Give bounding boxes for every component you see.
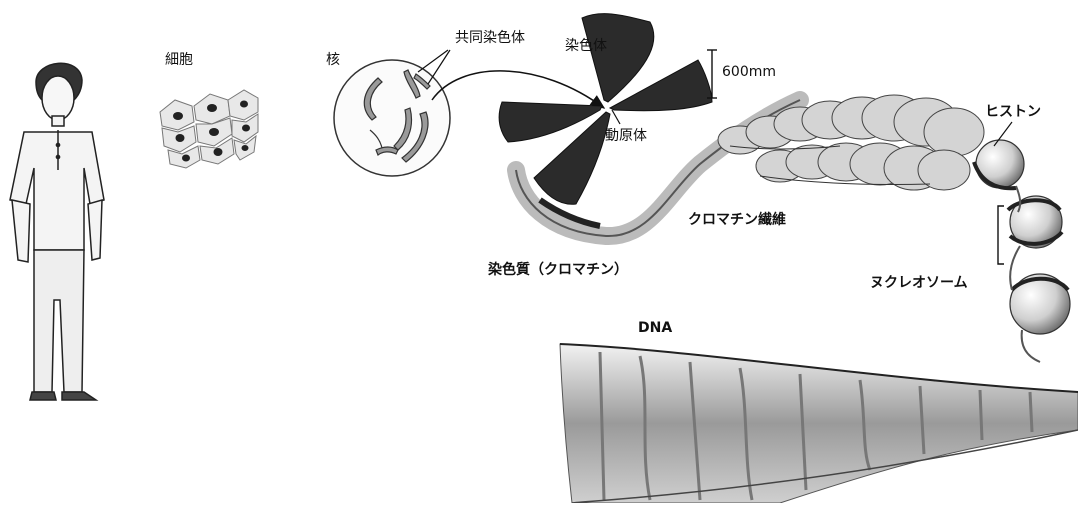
cell-cluster [160,90,258,168]
nucleosome-beads [974,140,1070,362]
chromatin-fiber-coil [718,95,984,190]
label-homologous-chromosomes: 共同染色体 [455,30,525,46]
homologous-leader-2 [428,50,450,84]
person-figure [10,63,104,400]
label-centromere: 動原体 [605,128,647,144]
centromere-leader [612,110,620,124]
label-dna: DNA [638,320,672,336]
label-chromatin-fiber: クロマチン繊維 [688,212,786,228]
label-nucleus: 核 [326,52,340,68]
nucleosome-bracket [998,206,1004,264]
label-chromatin: 染色質（クロマチン） [488,262,628,278]
label-histone: ヒストン [985,104,1041,120]
label-nucleosome: ヌクレオソーム [870,275,968,291]
label-chromosome: 染色体 [565,38,607,54]
label-scale: 600mm [722,64,776,80]
label-cell: 細胞 [165,52,193,68]
dna-helix [560,344,1078,503]
